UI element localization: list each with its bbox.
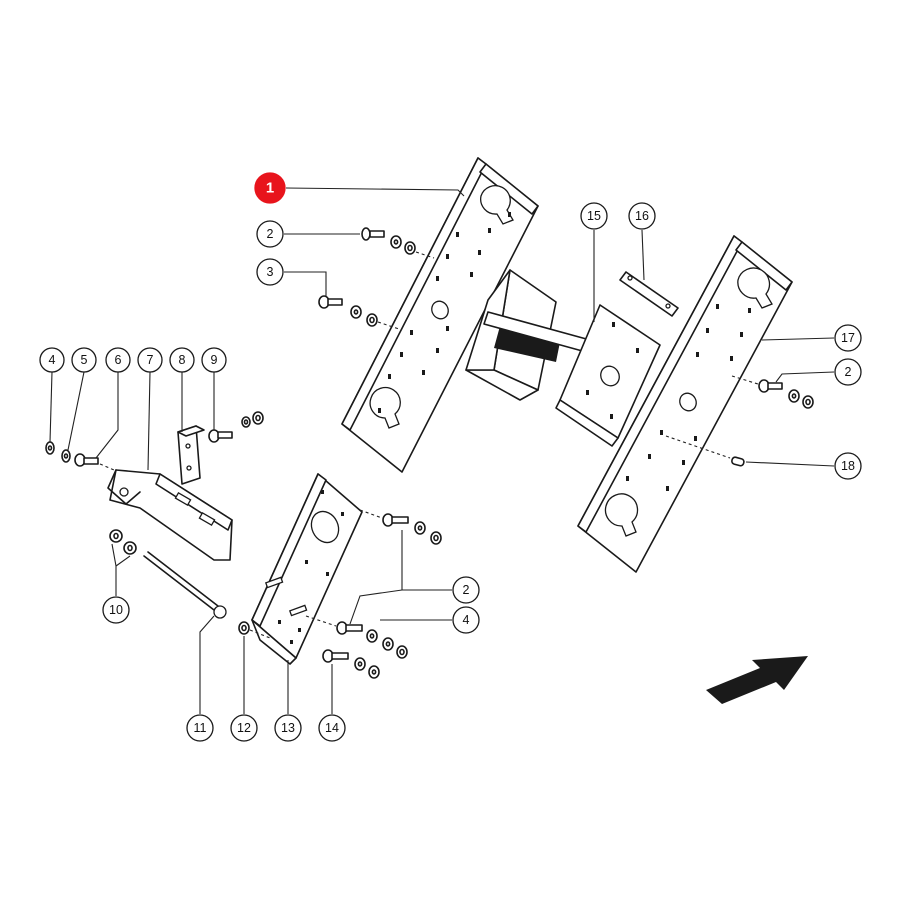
- bolt-icon: [361, 227, 385, 241]
- callout-label: 13: [281, 721, 295, 735]
- part-7-channel-bracket: [107, 469, 233, 561]
- washer-icon: [350, 305, 362, 319]
- part-17-mounting-plate: [577, 235, 793, 573]
- callout-14: 14: [318, 714, 346, 742]
- nut-icon: [396, 645, 408, 659]
- callout-17: 17: [834, 324, 862, 352]
- callout-label: 10: [109, 603, 123, 617]
- callout-label: 3: [267, 265, 274, 279]
- bolt-icon: [208, 429, 233, 443]
- callout-label: 1: [266, 180, 274, 197]
- washer-icon: [45, 441, 55, 455]
- washer-icon: [382, 637, 394, 651]
- callout-11: 11: [186, 714, 214, 742]
- callout-9: 9: [201, 347, 227, 373]
- nut-icon: [802, 395, 814, 409]
- direction-arrow-icon: [706, 656, 808, 704]
- callout-label: 8: [179, 353, 186, 367]
- callout-13: 13: [274, 714, 302, 742]
- callout-label: 5: [81, 353, 88, 367]
- bolt-icon: [74, 453, 99, 467]
- washer-icon: [61, 449, 71, 463]
- callout-label: 7: [147, 353, 154, 367]
- callout-7: 7: [137, 347, 163, 373]
- nut-icon: [430, 531, 442, 545]
- washer-icon: [366, 629, 378, 643]
- callout-label: 16: [635, 209, 649, 223]
- washer-icon: [368, 665, 380, 679]
- washer-icon: [390, 235, 402, 249]
- part-11-long-bolt: [143, 551, 227, 619]
- callout-label: 14: [325, 721, 339, 735]
- callout-label: 6: [115, 353, 122, 367]
- pin-icon: [731, 456, 745, 467]
- callout-label: 15: [587, 209, 601, 223]
- nut-icon: [238, 621, 250, 635]
- nut-icon: [109, 529, 123, 543]
- callout-label: 12: [237, 721, 251, 735]
- part-13-lower-plate: [251, 473, 363, 665]
- bolt-icon: [322, 649, 349, 663]
- callout-6: 6: [105, 347, 131, 373]
- callout-2: 2: [834, 358, 862, 386]
- washer-icon: [354, 657, 366, 671]
- bolt-icon: [318, 295, 343, 309]
- bolt-icon: [382, 513, 409, 527]
- callout-4: 4: [39, 347, 65, 373]
- callout-label: 9: [211, 353, 218, 367]
- washer-icon: [241, 416, 251, 428]
- callout-2: 2: [256, 220, 284, 248]
- callout-8: 8: [169, 347, 195, 373]
- part-1-mounting-plate: [341, 157, 539, 473]
- part-15-swivel-bracket: [465, 269, 661, 447]
- callout-5: 5: [71, 347, 97, 373]
- callout-4: 4: [452, 606, 480, 634]
- callout-3: 3: [256, 258, 284, 286]
- callout-18: 18: [834, 452, 862, 480]
- nut-icon: [366, 313, 378, 327]
- callout-2: 2: [452, 576, 480, 604]
- washer-icon: [788, 389, 800, 403]
- callout-12: 12: [230, 714, 258, 742]
- callout-15: 15: [580, 202, 608, 230]
- bolt-icon: [336, 621, 363, 635]
- fasteners: [45, 227, 814, 679]
- part-8-angle-plate: [177, 425, 205, 485]
- nut-icon: [252, 411, 264, 425]
- callout-label: 18: [841, 459, 855, 473]
- callout-label: 11: [194, 721, 207, 735]
- part-16-strip: [619, 271, 679, 317]
- callout-16: 16: [628, 202, 656, 230]
- callout-1: 1: [254, 172, 286, 204]
- bolt-icon: [758, 379, 783, 393]
- callout-label: 17: [841, 331, 855, 345]
- callout-label: 4: [463, 613, 470, 627]
- callout-label: 2: [267, 227, 274, 241]
- washer-icon: [414, 521, 426, 535]
- nut-icon: [404, 241, 416, 255]
- callout-label: 4: [49, 353, 56, 367]
- callout-label: 2: [845, 365, 852, 379]
- callout-10: 10: [102, 596, 130, 624]
- nut-icon: [123, 541, 137, 555]
- callout-label: 2: [463, 583, 470, 597]
- leader-lines: [49, 187, 835, 714]
